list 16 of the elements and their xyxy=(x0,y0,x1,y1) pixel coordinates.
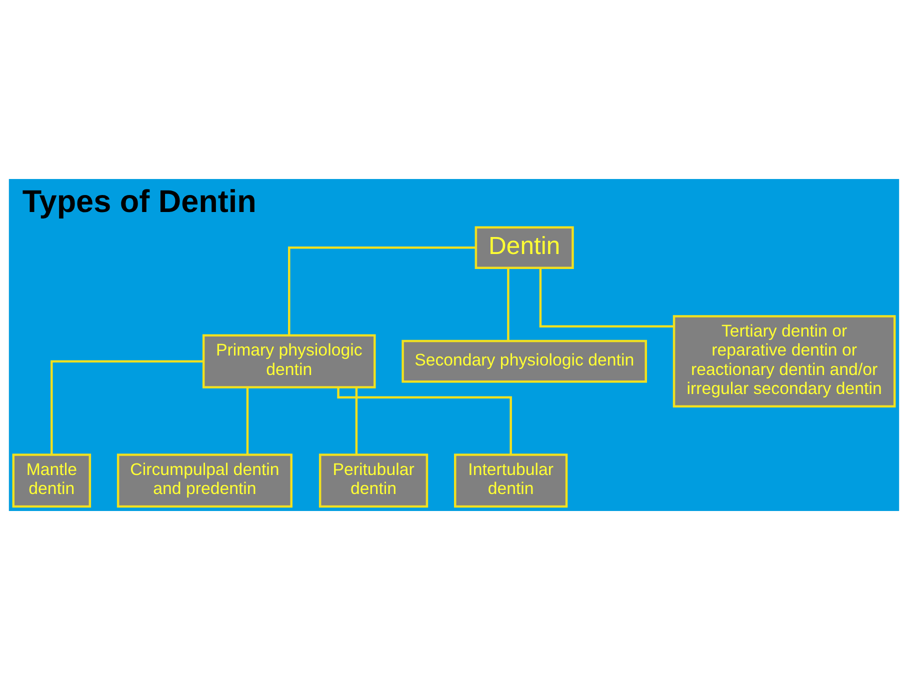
node-box: Secondary physiologic dentin xyxy=(402,340,647,383)
connector xyxy=(539,268,674,328)
node-box: Dentin xyxy=(474,226,574,270)
node-box: Circumpulpal dentin and predentin xyxy=(116,454,292,508)
node-box: Primary physiologic dentin xyxy=(202,334,376,388)
connector xyxy=(507,268,510,341)
node-box: Intertubular dentin xyxy=(454,454,568,508)
diagram-title: Types of Dentin xyxy=(22,183,256,220)
node-box: Mantle dentin xyxy=(12,454,92,508)
node-box: Tertiary dentin or reparative dentin or reactionary dentin and/or irregular secondary dentin xyxy=(672,315,896,408)
connector xyxy=(246,387,249,454)
node-box: Peritubular dentin xyxy=(318,454,428,508)
connector xyxy=(355,387,358,454)
connector xyxy=(50,360,204,455)
connector xyxy=(337,388,512,455)
connector xyxy=(288,246,476,336)
